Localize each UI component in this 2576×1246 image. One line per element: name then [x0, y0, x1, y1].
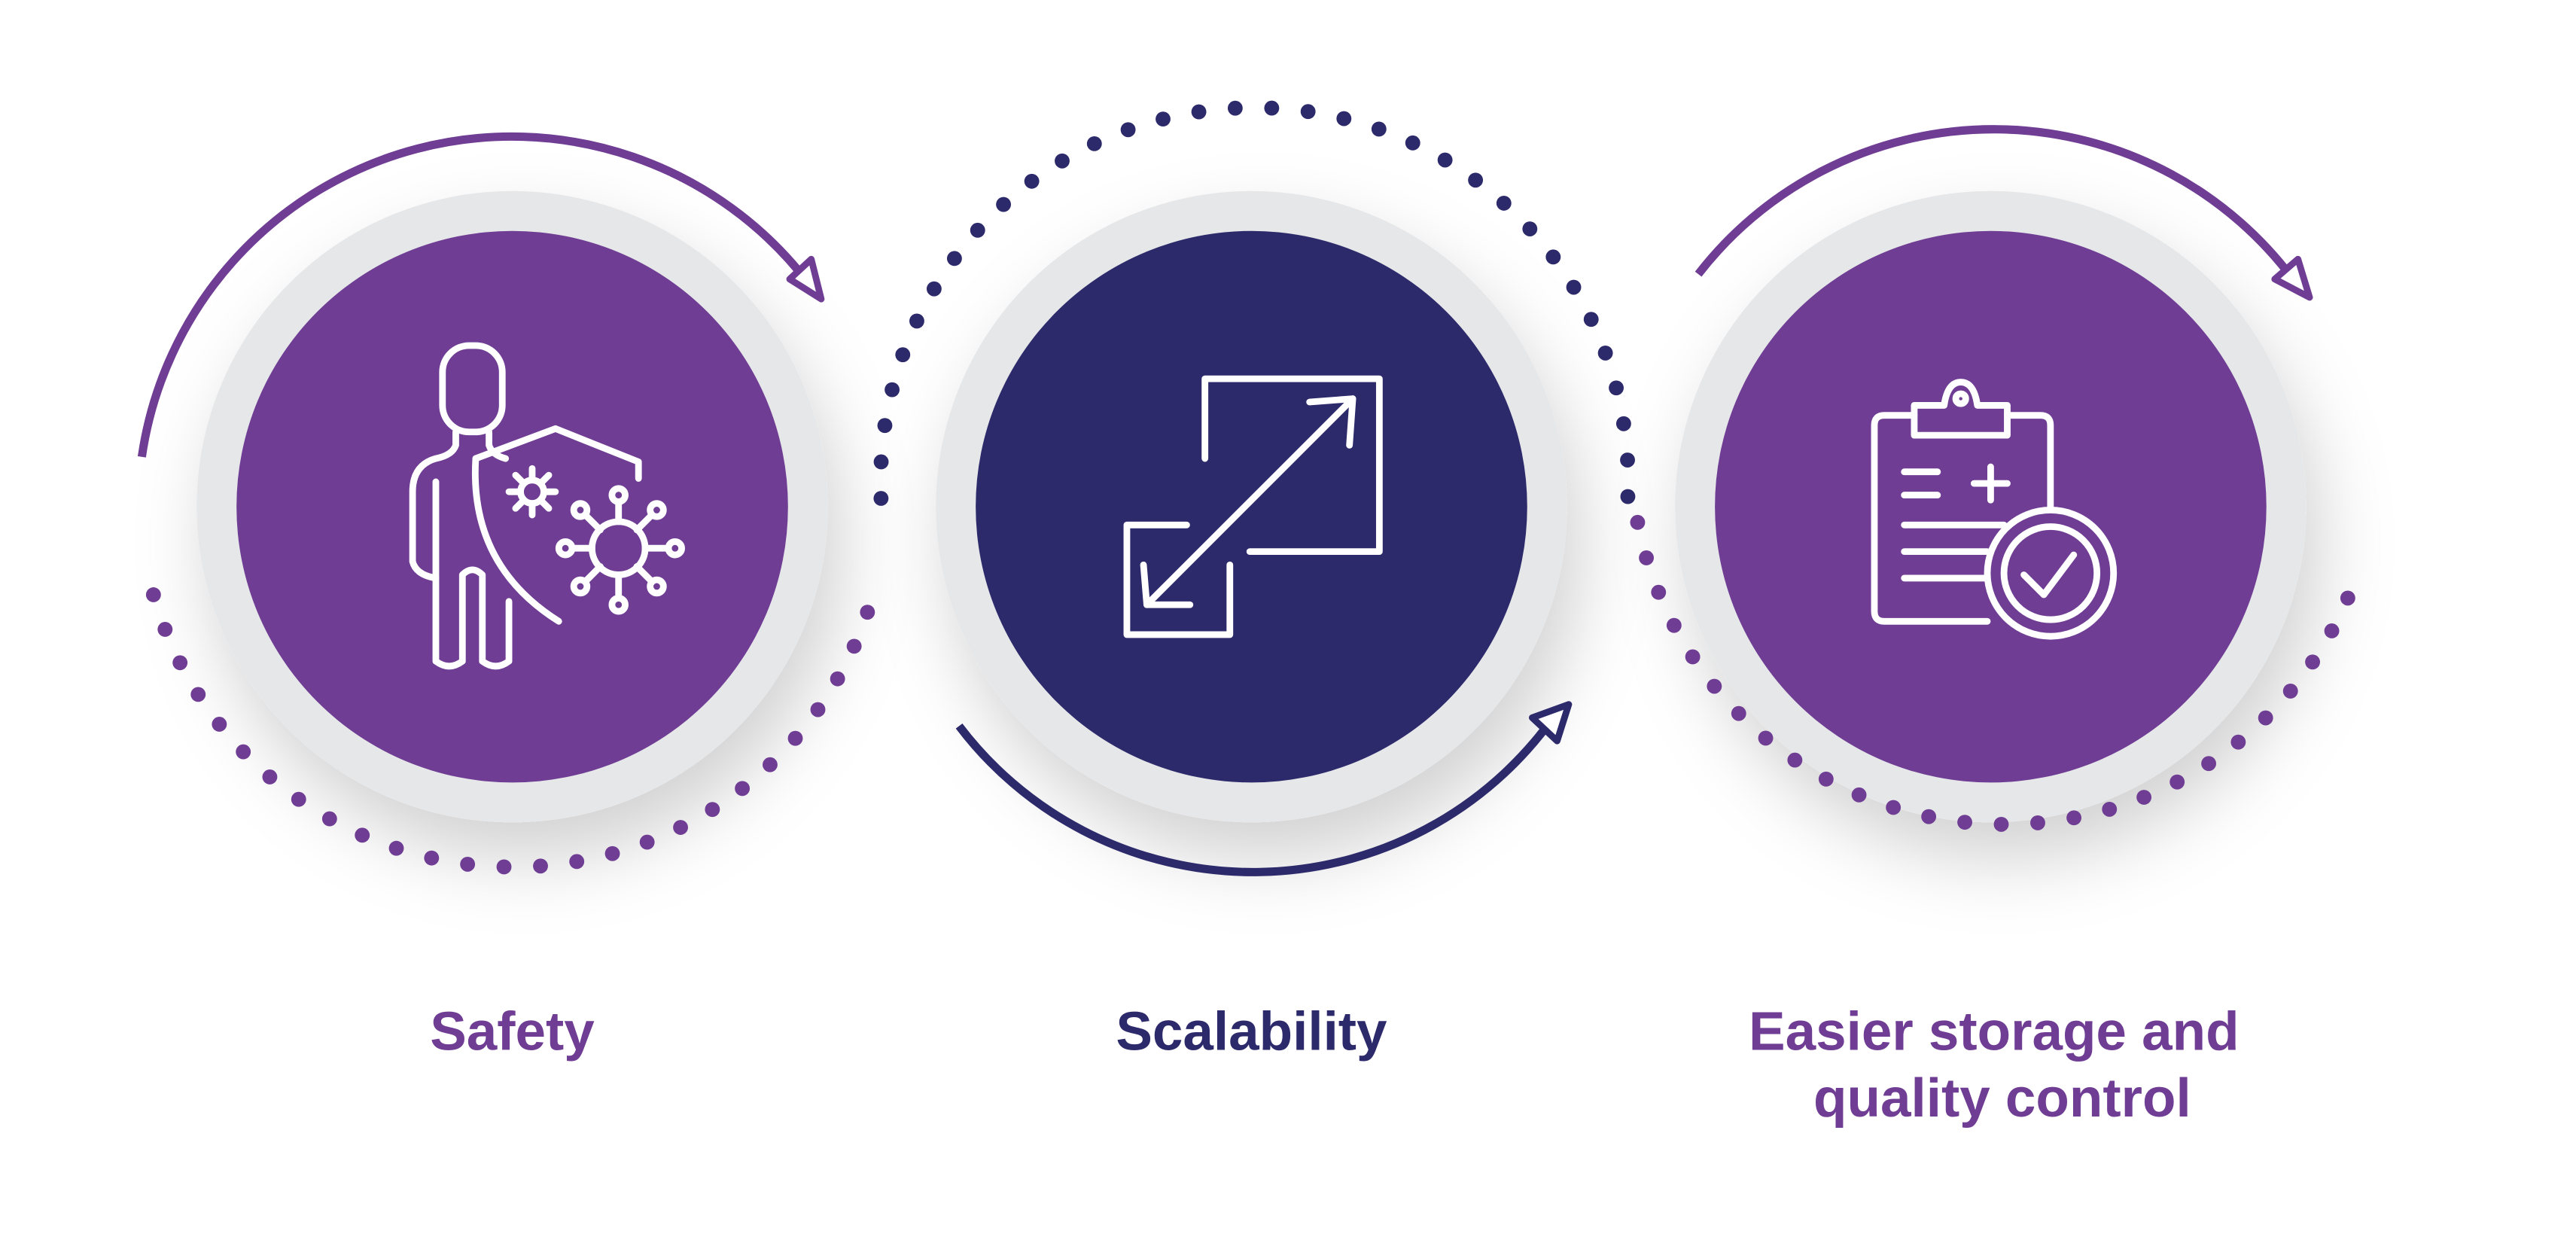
clipboard-check-icon	[1871, 379, 2118, 640]
storage-label-line1: Easier storage and	[1749, 1001, 2240, 1062]
arrowhead-icon	[786, 255, 825, 303]
solid-arc-arrow	[137, 132, 811, 458]
scalability-circle	[976, 230, 1527, 783]
scalability-item: Scalability	[872, 100, 1636, 1062]
arrowhead-icon	[1528, 701, 1573, 745]
solid-arc-arrow	[1694, 125, 2297, 282]
expand-arrows-icon	[1123, 375, 1383, 638]
safety-circle	[236, 230, 788, 783]
safety-label: Safety	[430, 1001, 595, 1062]
storage-label-line2: quality control	[1813, 1068, 2191, 1129]
person-shield-virus-icon	[409, 342, 685, 670]
dotted-arc	[1629, 510, 2355, 832]
safety-item: Safety	[137, 132, 875, 1062]
arrowhead-icon	[2271, 255, 2313, 301]
storage-circle	[1715, 230, 2267, 783]
scalability-label: Scalability	[1116, 1001, 1387, 1062]
storage-quality-item: Easier storage and quality control	[1629, 125, 2355, 1129]
dotted-arc	[145, 587, 875, 875]
solid-arc-arrow	[955, 711, 1559, 876]
dotted-arc	[872, 100, 1636, 536]
